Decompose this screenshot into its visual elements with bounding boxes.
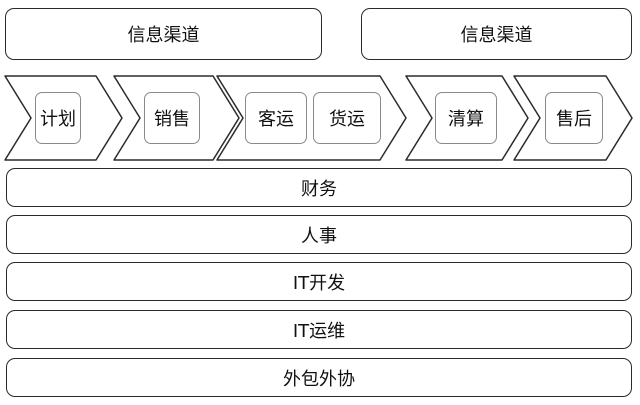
step-after-sales: 售后: [545, 92, 603, 144]
step-sales-label: 销售: [154, 109, 190, 130]
support-band-finance: 财务: [6, 168, 632, 207]
support-band-it-dev: IT开发: [6, 262, 632, 301]
channel-box-right: 信息渠道: [361, 8, 632, 60]
support-band-hr: 人事: [6, 215, 632, 254]
step-passenger: 客运: [245, 92, 307, 144]
support-it-ops-label: IT运维: [292, 320, 346, 342]
support-hr-label: 人事: [301, 225, 337, 247]
step-after-sales-label: 售后: [556, 109, 592, 130]
support-outsourcing-label: 外包外协: [283, 368, 355, 390]
channel-label-left: 信息渠道: [127, 25, 200, 46]
support-it-dev-label: IT开发: [292, 272, 346, 294]
step-cargo: 货运: [313, 92, 381, 144]
step-plan-label: 计划: [40, 109, 76, 130]
step-plan: 计划: [35, 92, 81, 144]
step-cargo-label: 货运: [329, 109, 365, 130]
channel-box-left: 信息渠道: [5, 8, 322, 60]
step-sales: 销售: [144, 92, 200, 144]
support-band-it-ops: IT运维: [6, 310, 632, 349]
support-band-outsourcing: 外包外协: [6, 358, 632, 397]
step-passenger-label: 客运: [258, 109, 294, 130]
step-settlement-label: 清算: [448, 109, 484, 130]
step-settlement: 清算: [435, 92, 497, 144]
support-finance-label: 财务: [301, 178, 337, 200]
channel-label-right: 信息渠道: [460, 25, 533, 46]
